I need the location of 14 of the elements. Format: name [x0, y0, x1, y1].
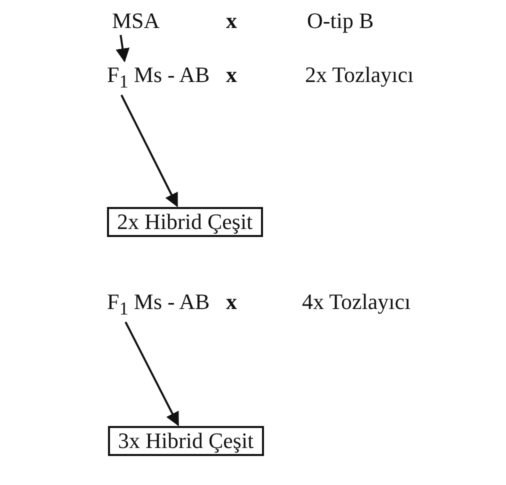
hybrid-box: 3x Hibrid Çeşit: [108, 426, 264, 456]
hybrid-box: 2x Hibrid Çeşit: [107, 207, 263, 237]
cross-symbol: x: [226, 62, 237, 88]
parent-label: 4x Tozlayıcı: [302, 289, 411, 315]
arrow: [120, 94, 178, 208]
cross-label: F$_{1}$ Ms - AB: [107, 289, 210, 322]
arrow: [124, 322, 180, 426]
parent-label: O-tip B: [307, 8, 374, 34]
cross-symbol: x: [226, 289, 237, 315]
parent-label: 2x Tozlayıcı: [305, 62, 414, 88]
arrow: [116, 34, 130, 62]
cross-symbol: x: [226, 8, 237, 34]
cross-label: F$_{1}$ Ms - AB: [107, 62, 210, 94]
parent-label: MSA: [112, 8, 160, 34]
